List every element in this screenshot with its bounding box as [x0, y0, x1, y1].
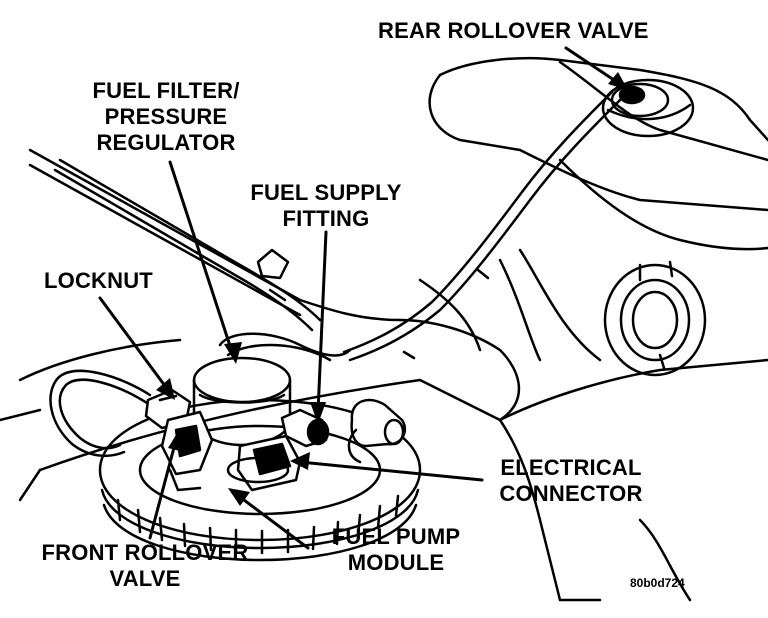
- label-fuel-supply-line1: FUEL SUPPLY: [250, 180, 402, 205]
- leader-front-rollover: [148, 438, 178, 540]
- leader-fuel-filter: [168, 160, 234, 354]
- label-electrical-line2: CONNECTOR: [499, 481, 643, 506]
- fuel-filter-canister: [192, 332, 352, 447]
- label-fuel-supply-line2: FITTING: [282, 206, 370, 231]
- arrowheads: [156, 72, 628, 506]
- label-locknut: LOCKNUT: [44, 268, 153, 293]
- leader-electrical: [298, 460, 484, 482]
- label-fuel-filter-line2: PRESSURE: [104, 104, 228, 129]
- electrical-connector-part: [226, 434, 302, 492]
- arrowhead-fuel-supply: [310, 402, 326, 424]
- label-front-rollover-line1: FRONT ROLLOVER: [41, 540, 249, 565]
- rear-rollover-valve-part: [601, 78, 695, 138]
- arrowhead-front-rollover: [168, 430, 184, 452]
- label-fuel-filter-pressure-regulator: FUEL FILTER/ PRESSURE REGULATOR: [66, 78, 266, 156]
- tank-inlet-boss: [603, 260, 707, 377]
- label-front-rollover-valve: FRONT ROLLOVER VALVE: [16, 540, 274, 592]
- label-electrical-line1: ELECTRICAL: [500, 455, 642, 480]
- label-fuel-filter-line3: REGULATOR: [96, 130, 236, 155]
- label-fuel-supply-fitting: FUEL SUPPLY FITTING: [226, 180, 426, 232]
- vent-elbow-fitting: [347, 398, 407, 464]
- label-fuel-pump-module: FUEL PUMP MODULE: [316, 524, 476, 576]
- arrowhead-fuel-filter: [224, 342, 242, 364]
- arrowhead-fuel-pump: [228, 488, 250, 506]
- label-fuel-pump-line1: FUEL PUMP: [331, 524, 461, 549]
- fuel-supply-line: [53, 158, 322, 332]
- label-fuel-filter-line1: FUEL FILTER/: [92, 78, 240, 103]
- return-line-loop: [49, 369, 152, 458]
- label-fuel-pump-line2: MODULE: [347, 550, 445, 575]
- front-rollover-valve-part: [160, 410, 214, 492]
- leader-arrows: [98, 46, 622, 550]
- arrowhead-locknut: [156, 378, 175, 400]
- vent-hose: [342, 90, 622, 362]
- leader-fuel-supply: [316, 230, 328, 414]
- leader-rear-rollover: [564, 46, 622, 86]
- leader-locknut: [98, 296, 170, 392]
- leader-fuel-pump: [234, 492, 310, 550]
- arrowhead-rear-rollover: [608, 72, 628, 90]
- fuel-supply-fitting-part: [280, 408, 330, 448]
- label-electrical-connector: ELECTRICAL CONNECTOR: [476, 455, 666, 507]
- figure-code: 80b0d724: [630, 576, 685, 590]
- arrowhead-electrical: [290, 452, 310, 470]
- label-rear-rollover-valve: REAR ROLLOVER VALVE: [378, 18, 649, 43]
- label-front-rollover-line2: VALVE: [109, 566, 181, 591]
